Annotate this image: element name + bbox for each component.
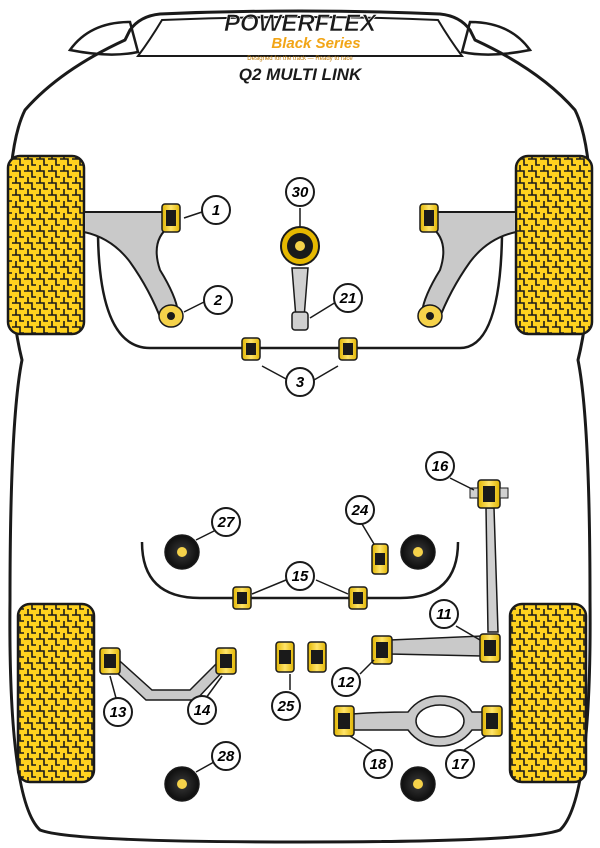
callout-24-label: 24 bbox=[351, 502, 369, 519]
callout-16-label: 16 bbox=[432, 458, 449, 475]
callout-1: 1 bbox=[201, 195, 231, 225]
engine-mount-bush-30 bbox=[280, 226, 320, 266]
bush-1-right bbox=[419, 203, 439, 233]
callout-24: 24 bbox=[345, 495, 375, 525]
callout-12-label: 12 bbox=[338, 674, 355, 691]
bush-24 bbox=[371, 543, 389, 575]
bush-3-left bbox=[241, 337, 261, 361]
callout-15: 15 bbox=[285, 561, 315, 591]
bush-3-right bbox=[338, 337, 358, 361]
callout-16: 16 bbox=[425, 451, 455, 481]
tyre-front-left bbox=[6, 154, 86, 336]
bush-15-left bbox=[232, 586, 252, 610]
callout-3-label: 3 bbox=[296, 374, 305, 391]
bush-round-center bbox=[400, 534, 436, 570]
callout-12: 12 bbox=[331, 667, 361, 697]
tyre-rear-left bbox=[16, 602, 96, 784]
car-body-outline bbox=[7, 9, 593, 844]
callout-17-label: 17 bbox=[452, 756, 469, 773]
rear-vertical-link-16 bbox=[469, 479, 509, 633]
bush-15-right bbox=[348, 586, 368, 610]
callout-28: 28 bbox=[211, 741, 241, 771]
diagram-title: Q2 MULTI LINK bbox=[239, 65, 363, 84]
tyre-front-right bbox=[514, 154, 594, 336]
logo-series: Black Series bbox=[271, 35, 360, 52]
callout-14-label: 14 bbox=[194, 702, 211, 719]
callout-11-label: 11 bbox=[436, 606, 452, 623]
callout-14: 14 bbox=[187, 695, 217, 725]
callout-17: 17 bbox=[445, 749, 475, 779]
bush-28 bbox=[164, 766, 200, 802]
callout-11: 11 bbox=[429, 599, 459, 629]
powerflex-logo: POWERFLEX Black Series Designed for the … bbox=[224, 10, 379, 62]
callout-3: 3 bbox=[285, 367, 315, 397]
callout-21-label: 21 bbox=[339, 290, 357, 307]
callout-25-label: 25 bbox=[277, 698, 295, 715]
callout-27: 27 bbox=[211, 507, 241, 537]
rear-toe-link bbox=[99, 647, 237, 701]
bush-2-right bbox=[417, 304, 443, 328]
logo-tagline: Designed for the track — Ready to race bbox=[247, 56, 353, 62]
callout-13: 13 bbox=[103, 697, 133, 727]
rear-anti-roll-bar bbox=[140, 541, 460, 600]
callout-25: 25 bbox=[271, 691, 301, 721]
tyre-rear-right bbox=[508, 602, 588, 784]
bush-round-rear-right bbox=[400, 766, 436, 802]
logo-brand: POWERFLEX bbox=[224, 10, 378, 37]
bush-1 bbox=[161, 203, 181, 233]
callout-15-label: 15 bbox=[292, 568, 309, 585]
callout-30: 30 bbox=[285, 177, 315, 207]
front-anti-roll-bar bbox=[96, 235, 504, 350]
rear-upper-arm bbox=[371, 633, 501, 665]
callout-21: 21 bbox=[333, 283, 363, 313]
callout-18-label: 18 bbox=[370, 756, 387, 773]
bush-25 bbox=[275, 641, 327, 673]
rear-lower-arm bbox=[333, 695, 503, 747]
leader-lines bbox=[109, 208, 487, 773]
callout-2: 2 bbox=[203, 285, 233, 315]
callout-18: 18 bbox=[363, 749, 393, 779]
callout-30-label: 30 bbox=[292, 184, 309, 201]
callout-1-label: 1 bbox=[212, 202, 220, 219]
callout-13-label: 13 bbox=[110, 704, 127, 721]
callout-27-label: 27 bbox=[217, 514, 235, 531]
callout-2-label: 2 bbox=[213, 292, 223, 309]
bush-27 bbox=[164, 534, 200, 570]
callout-28-label: 28 bbox=[217, 748, 235, 765]
bush-2 bbox=[158, 304, 184, 328]
dog-bone-link-21 bbox=[291, 267, 309, 331]
